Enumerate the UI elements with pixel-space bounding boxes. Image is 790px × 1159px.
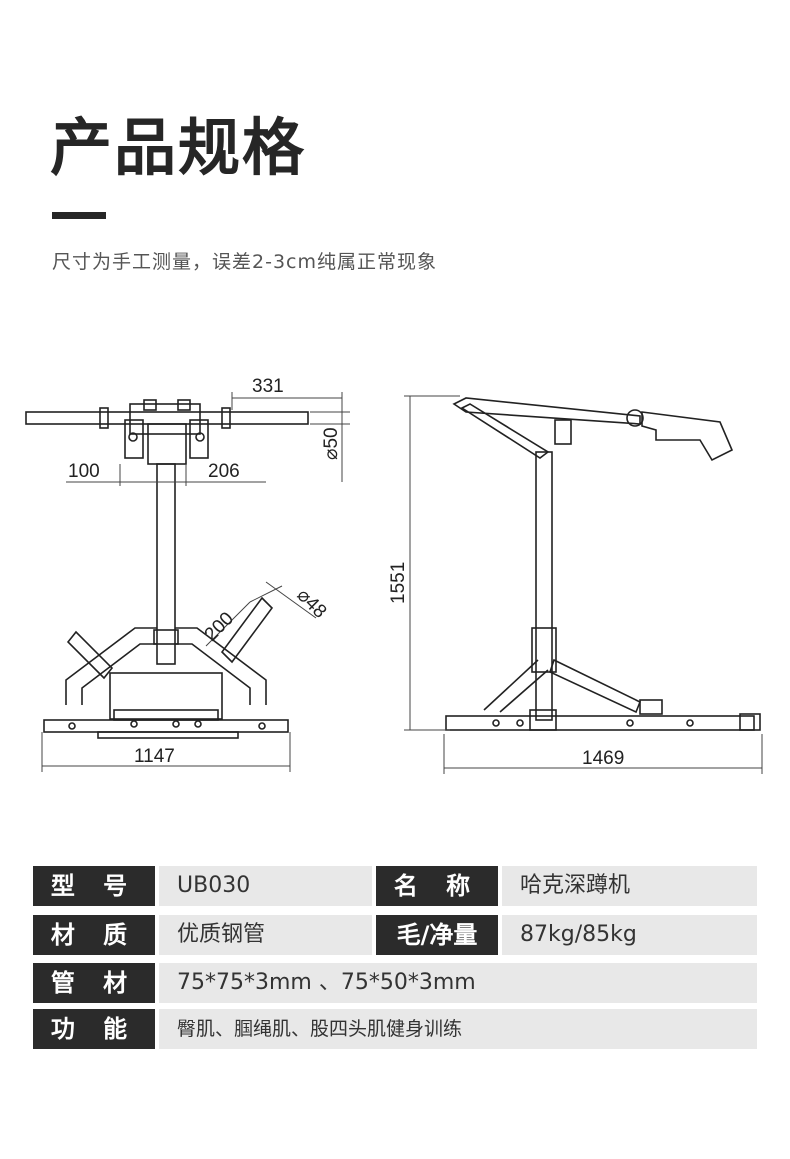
spec-value: UB030: [159, 866, 372, 906]
spec-row: 材 质 优质钢管 毛/净量 87kg/85kg: [33, 915, 757, 955]
title-underline: [52, 212, 106, 219]
dim-base-width: 1147: [134, 746, 175, 767]
spec-label: 管 材: [33, 963, 155, 1003]
spec-row: 功 能 臀肌、腘绳肌、股四头肌健身训练: [33, 1009, 757, 1049]
spec-label: 毛/净量: [376, 915, 498, 955]
spec-value: 87kg/85kg: [502, 915, 757, 955]
spec-label: 名 称: [376, 866, 498, 906]
spec-value: 臀肌、腘绳肌、股四头肌健身训练: [159, 1009, 757, 1049]
spec-label: 功 能: [33, 1009, 155, 1049]
spec-label: 型 号: [33, 866, 155, 906]
spec-row: 型 号 UB030 名 称 哈克深蹲机: [33, 866, 757, 906]
dim-tube-diameter: ⌀50: [321, 427, 342, 460]
dim-left-offset: 100: [68, 461, 100, 482]
page-title: 产品规格: [50, 111, 307, 184]
spec-value: 75*75*3mm 、75*50*3mm: [159, 963, 757, 1003]
dim-right-offset: 206: [208, 461, 240, 482]
spec-value: 优质钢管: [159, 915, 372, 955]
side-view: [445, 397, 761, 731]
dim-base-length: 1469: [582, 748, 624, 769]
measurement-note: 尺寸为手工测量，误差2-3cm纯属正常现象: [52, 251, 437, 273]
dim-handle-diameter: ⌀48: [292, 585, 330, 623]
spec-row: 管 材 75*75*3mm 、75*50*3mm: [33, 963, 757, 1003]
product-drawing: 331 ⌀50 100 206 200 ⌀48 1147 1551 1469: [25, 376, 763, 774]
dim-height: 1551: [388, 562, 409, 604]
spec-label: 材 质: [33, 915, 155, 955]
dim-top-width: 331: [252, 376, 284, 397]
dim-handle-length: 200: [201, 608, 238, 645]
front-view: [25, 399, 309, 739]
spec-value: 哈克深蹲机: [502, 866, 757, 906]
